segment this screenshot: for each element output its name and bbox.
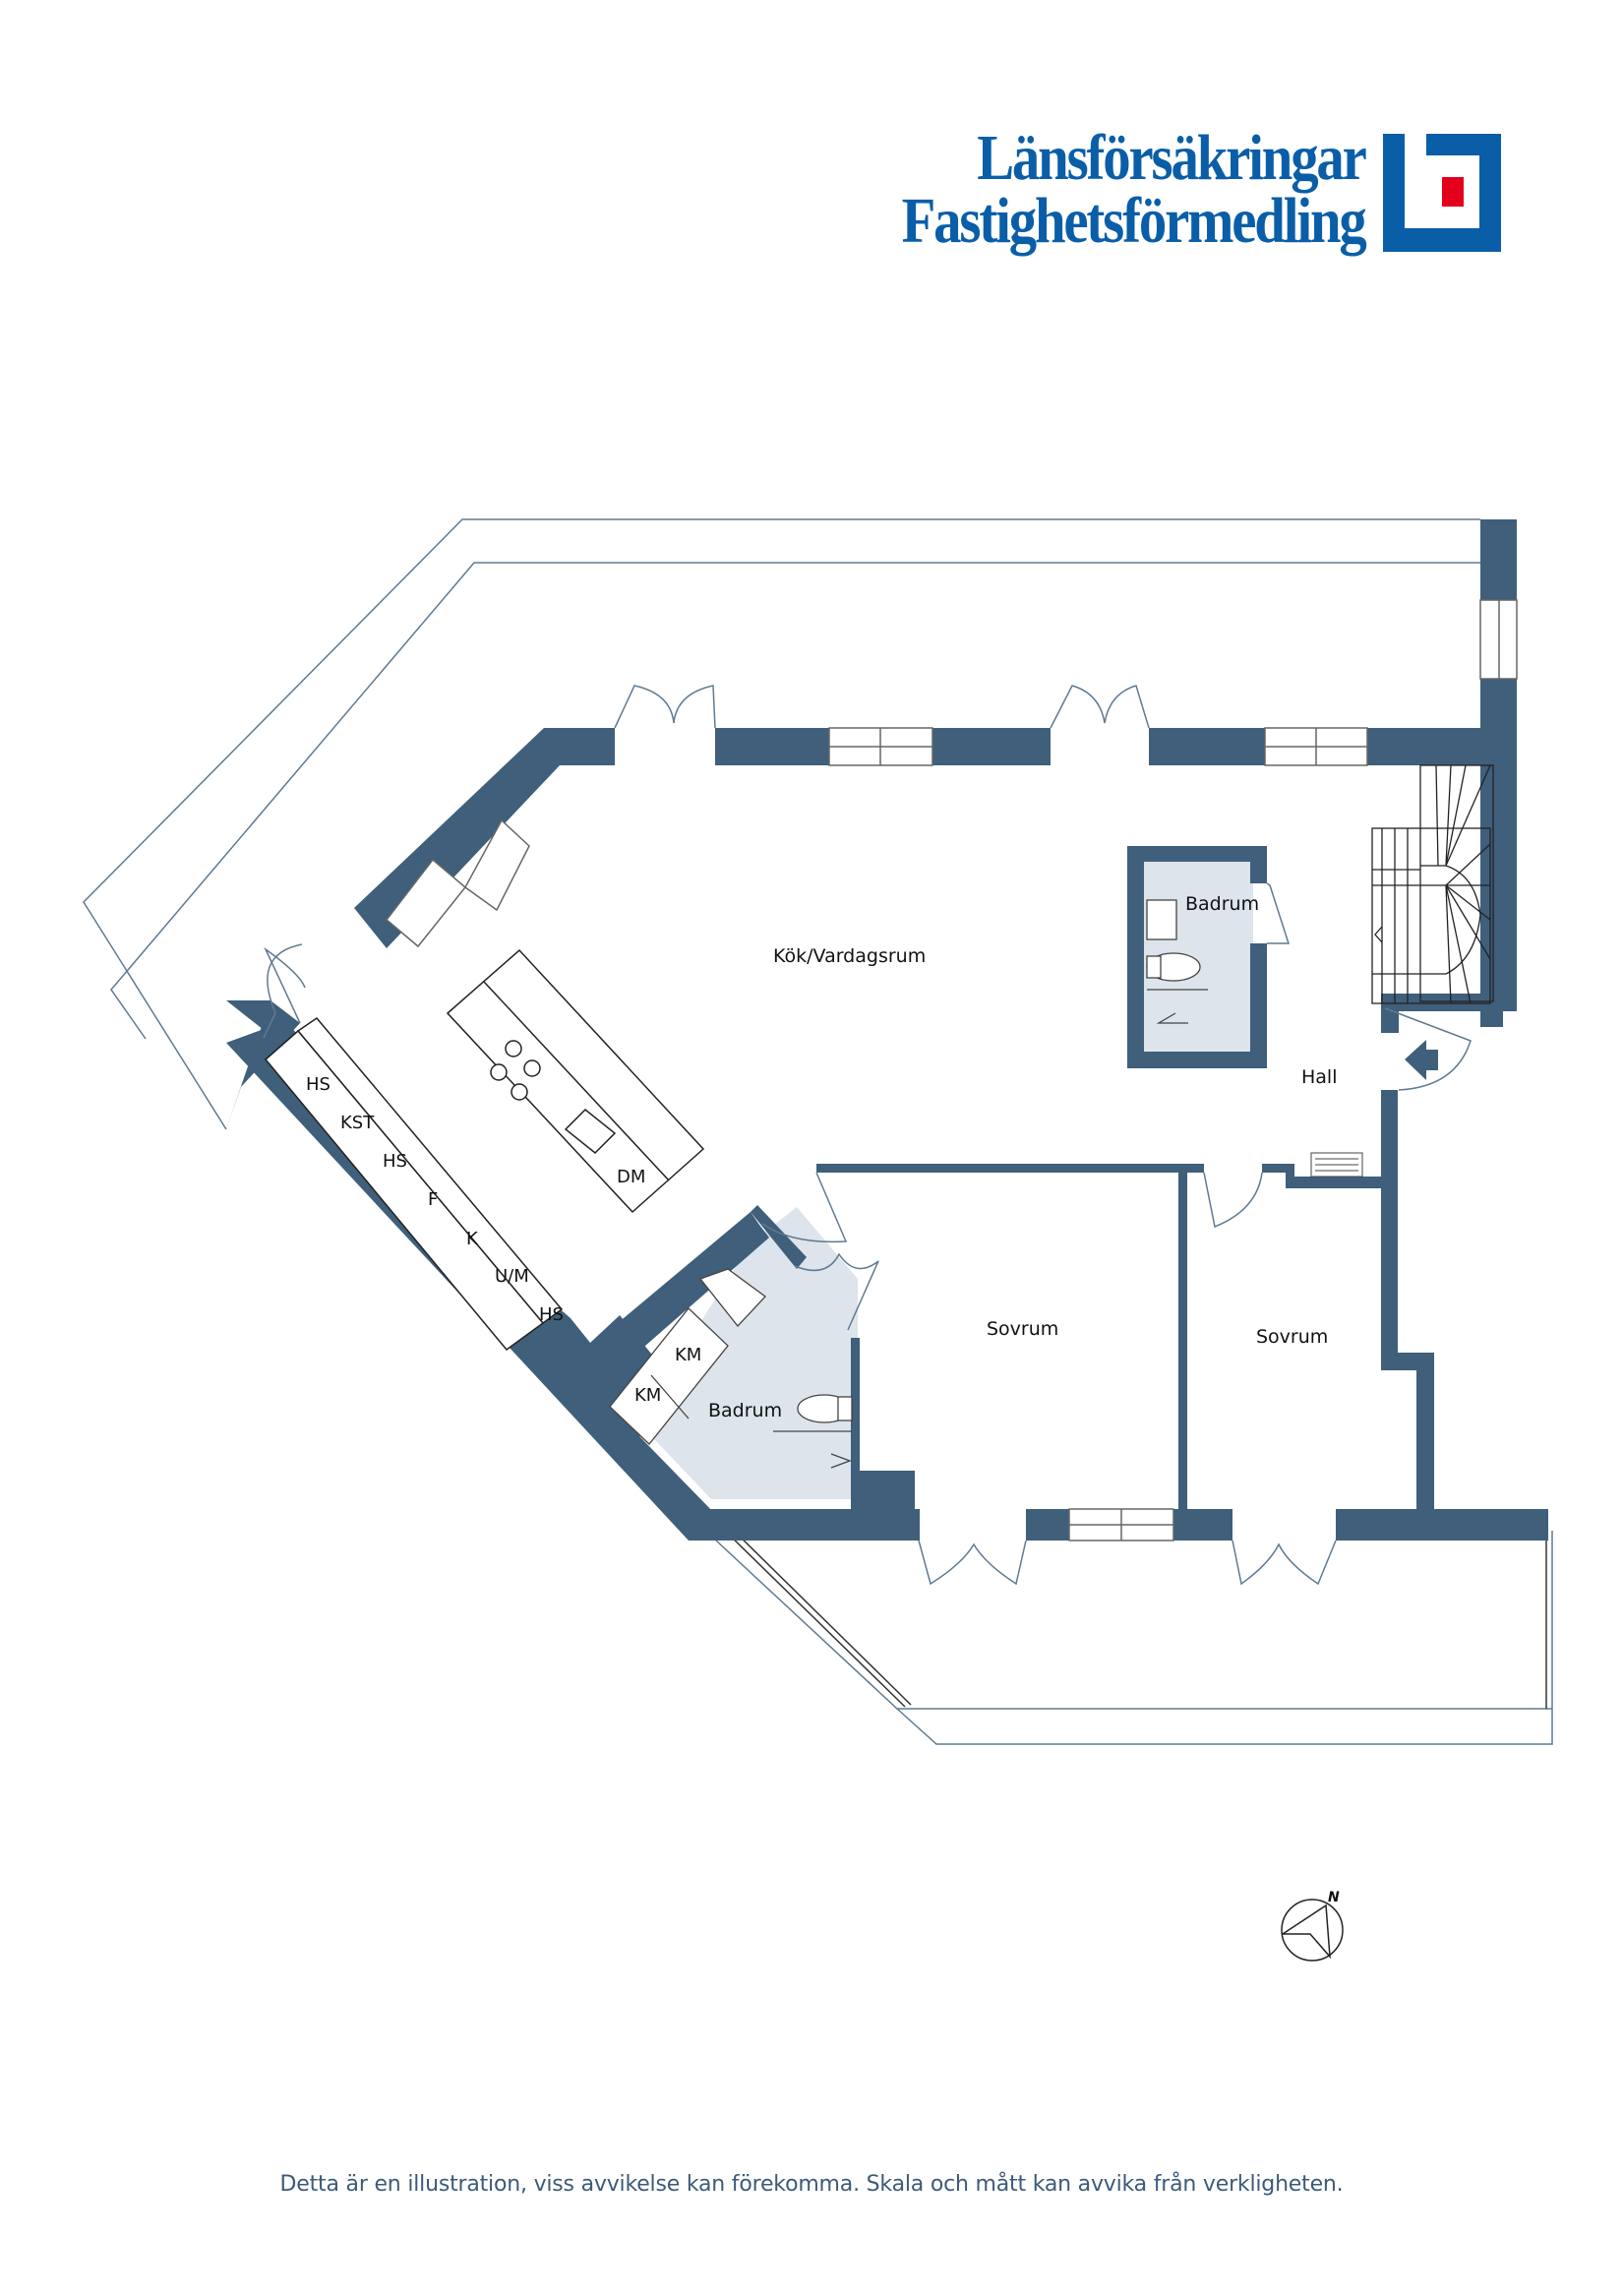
- doors[interactable]: [263, 685, 1472, 1586]
- windows: [385, 599, 1518, 1541]
- bathroom-2-fixtures: [609, 1268, 853, 1469]
- room-label-badrum-1: Badrum: [1185, 893, 1259, 915]
- disclaimer: Detta är en illustration, viss avvikelse…: [279, 2172, 1344, 2197]
- brand-logo: Länsförsäkringar Fastighetsförmedling: [726, 126, 1513, 269]
- laundry-unit-label: KM: [634, 1385, 661, 1406]
- compass: N: [1281, 1890, 1344, 1962]
- room-label-sovrum-1: Sovrum: [987, 1318, 1058, 1340]
- staircase[interactable]: [1371, 764, 1494, 1004]
- north-arrow-icon: N: [1328, 1890, 1340, 1905]
- kitchen-unit-label: HS: [383, 1151, 407, 1172]
- balcony-outlines: [83, 518, 1553, 1745]
- wet-rooms: [637, 858, 1253, 1499]
- room-label-kok-vardagsrum: Kök/Vardagsrum: [773, 945, 926, 967]
- kitchen-unit-label: U/M: [495, 1266, 529, 1287]
- kitchen-unit-label: K: [466, 1229, 479, 1249]
- brand-name-line1: Länsförsäkringar: [977, 122, 1368, 194]
- kitchen-unit-label: HS: [306, 1074, 331, 1095]
- room-label-hall: Hall: [1301, 1066, 1338, 1088]
- room-label-badrum-2: Badrum: [708, 1400, 782, 1421]
- brand-name-line2: Fastighetsförmedling: [902, 185, 1367, 257]
- kitchen-island: [446, 948, 705, 1214]
- kitchen-unit-label: F: [428, 1189, 438, 1210]
- kitchen-unit-label: KST: [340, 1113, 375, 1133]
- kitchen-unit-label: HS: [539, 1304, 564, 1325]
- brand-mark-icon: [1383, 134, 1501, 252]
- laundry-unit-label: KM: [675, 1345, 701, 1365]
- island-unit-label: DM: [617, 1167, 645, 1187]
- kitchen-counter: [264, 1016, 564, 1352]
- walls: [226, 519, 1548, 1541]
- entrance-arrow-icon: [1405, 1040, 1438, 1080]
- shoe-rack: [1310, 1152, 1363, 1178]
- bathroom-1-fixtures: [1146, 899, 1208, 1024]
- room-label-sovrum-2: Sovrum: [1256, 1326, 1328, 1348]
